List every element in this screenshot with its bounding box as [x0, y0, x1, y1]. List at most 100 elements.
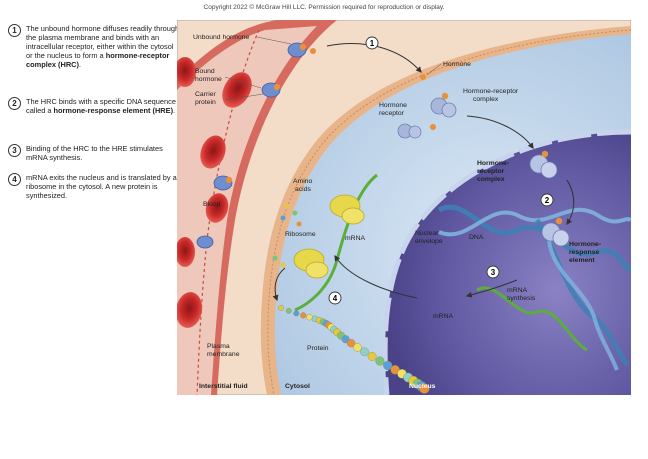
hre-bound-hrc	[541, 217, 570, 247]
amino-acid-bead	[353, 343, 362, 352]
svg-text:3: 3	[491, 268, 496, 277]
svg-text:element: element	[569, 257, 595, 264]
amino-acid-bead	[360, 347, 369, 357]
red-blood-cell	[177, 292, 203, 328]
arrow-step-2	[566, 179, 575, 225]
label-amino-acids: Amino	[293, 178, 312, 185]
label-protein: Protein	[307, 345, 329, 352]
copyright-notice: Copyright 2022 © McGraw Hill LLC. Permis…	[203, 4, 445, 11]
label-hrc: Hormone-receptor	[463, 88, 519, 95]
svg-text:membrane: membrane	[207, 351, 240, 358]
hormone-action-diagram: 1 2 3 4 Unbound hormone Bound hormone Ca…	[177, 20, 631, 395]
svg-text:complex: complex	[473, 96, 499, 103]
label-nuclear-envelope: Nuclear	[415, 230, 439, 237]
step-number: 1	[8, 24, 21, 37]
svg-text:envelope: envelope	[415, 238, 443, 245]
label-mrna-nucleus: mRNA	[433, 313, 453, 320]
svg-text:2: 2	[545, 196, 550, 205]
svg-text:response: response	[569, 249, 599, 256]
step-2: 2 The HRC binds with a specific DNA sequ…	[8, 97, 180, 115]
label-hormone-receptor: Hormone	[379, 102, 407, 109]
svg-text:1: 1	[370, 39, 375, 48]
amino-acids	[272, 203, 302, 268]
step-4: 4 mRNA exits the nucleus and is translat…	[8, 173, 180, 200]
carrier-proteins	[196, 42, 307, 249]
amino-acid-bead	[293, 310, 300, 317]
red-blood-cell	[177, 57, 196, 87]
red-blood-cell	[177, 237, 195, 267]
amino-acid-bead	[375, 356, 385, 366]
step-3: 3 Binding of the HRC to the HRE stimulat…	[8, 144, 180, 162]
blood-plasma	[177, 26, 317, 395]
svg-text:receptor: receptor	[379, 110, 405, 117]
label-interstitial-fluid: Interstitial fluid	[199, 383, 248, 390]
pathway-arrows	[272, 43, 575, 302]
label-plasma-membrane: Plasma	[207, 343, 230, 350]
amino-acid-bead	[383, 360, 393, 371]
ribosome-bottom	[293, 248, 329, 279]
carrier-protein	[287, 42, 307, 58]
hormone-molecule	[420, 74, 426, 80]
step-term: hormone-receptor complex (HRC)	[26, 51, 170, 69]
hormone-molecule	[430, 124, 436, 130]
step-marker-4: 4	[328, 291, 342, 305]
svg-text:acids: acids	[295, 186, 311, 193]
red-blood-cells	[177, 57, 252, 328]
label-mrna-synthesis: mRNA	[507, 287, 527, 294]
svg-text:hormone: hormone	[195, 76, 222, 83]
carrier-protein	[261, 82, 281, 98]
svg-text:protein: protein	[195, 99, 216, 106]
label-dna: DNA	[469, 234, 484, 241]
step-text: mRNA exits the nucleus and is translated…	[26, 173, 177, 200]
label-hre: Hormone-	[569, 241, 601, 248]
diagram-labels: Unbound hormone Bound hormone Carrier pr…	[193, 34, 601, 390]
label-unbound-hormone: Unbound hormone	[193, 34, 250, 41]
nucleus-region	[385, 132, 631, 395]
step-number: 4	[8, 173, 21, 186]
label-ribosome: Ribosome	[285, 231, 316, 238]
hormone-receptor-complex	[430, 92, 457, 118]
label-blood: Blood	[203, 201, 221, 208]
step-text: Binding of the HRC to the HRE stimulates…	[26, 144, 163, 162]
red-blood-cell	[205, 193, 229, 223]
svg-text:complex: complex	[477, 176, 505, 183]
amino-acid-bead	[346, 339, 356, 348]
svg-text:4: 4	[333, 294, 338, 303]
label-hormone: Hormone	[443, 61, 471, 68]
amino-acid-bead	[285, 307, 292, 314]
arrow-to-protein	[272, 267, 286, 302]
arrow-to-nucleus	[466, 115, 534, 149]
amino-acid-bead	[278, 305, 284, 311]
label-carrier-protein: Carrier	[195, 91, 217, 98]
step-marker-1: 1	[365, 36, 379, 50]
ribosome-top	[329, 194, 365, 225]
amino-acid-bead	[367, 351, 377, 361]
step-term: hormone-response element (HRE)	[53, 106, 174, 115]
label-mrna-cytosol: mRNA	[345, 235, 365, 242]
label-nuclear-hrc: Hormone-	[477, 160, 509, 167]
red-blood-cell	[200, 135, 226, 169]
carrier-protein	[213, 175, 233, 191]
nuclear-envelope	[382, 129, 631, 395]
amino-acid-bead	[419, 383, 430, 394]
label-nucleus: Nucleus	[409, 383, 436, 390]
step-text: The HRC binds with a specific DNA sequen…	[26, 97, 176, 115]
arrow-step-3	[465, 279, 518, 298]
step-text: The unbound hormone diffuses readily thr…	[26, 24, 180, 60]
protein-chain	[278, 305, 430, 394]
step-number: 2	[8, 97, 21, 110]
svg-text:receptor: receptor	[477, 168, 505, 175]
arrow-step-1	[326, 43, 422, 73]
label-cytosol: Cytosol	[285, 383, 310, 390]
amino-acid-bead	[306, 314, 313, 321]
arrow-step-4	[334, 254, 418, 299]
step-number: 3	[8, 144, 21, 157]
amino-acid-bead	[300, 312, 307, 319]
step-marker-3: 3	[486, 265, 500, 279]
hormone-molecule	[310, 48, 316, 54]
carrier-protein	[196, 235, 214, 249]
step-1: 1 The unbound hormone diffuses readily t…	[8, 24, 180, 69]
label-bound-hormone: Bound	[195, 68, 215, 75]
step-marker-2: 2	[540, 193, 554, 207]
svg-text:synthesis: synthesis	[507, 295, 536, 302]
